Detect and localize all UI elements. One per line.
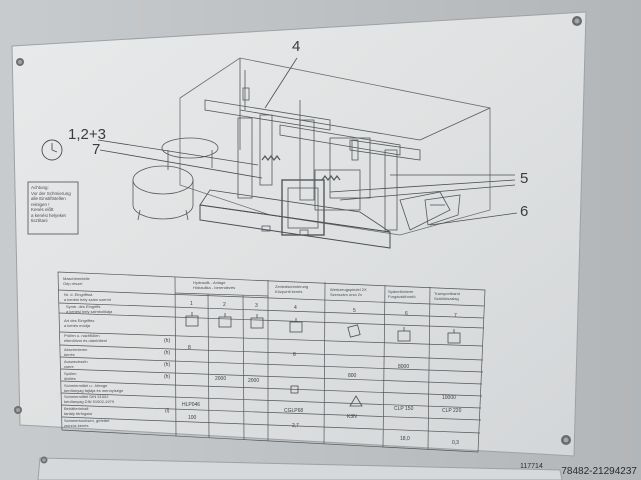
callout-lines	[97, 57, 518, 226]
col-number-1: 1	[190, 301, 193, 307]
value-exchange-5: 800	[348, 373, 357, 379]
screw	[572, 16, 582, 26]
oil-tank-icon	[250, 314, 264, 329]
note-box	[27, 181, 79, 235]
value-check-4: 8	[293, 352, 296, 358]
conveyor-oil-icon	[447, 329, 461, 344]
clock-icon	[41, 139, 63, 161]
value-vol-6: 18,0	[400, 436, 410, 442]
oil-tank-icon	[185, 312, 199, 327]
col-number-3: 3	[255, 303, 258, 309]
col-number-6: 6	[405, 311, 408, 317]
screw	[561, 435, 571, 445]
callout-4: 4	[292, 38, 301, 55]
chip-conveyor-icon	[397, 327, 411, 342]
value-vol-4: 2,7	[292, 423, 299, 429]
callout-5: 5	[520, 170, 529, 187]
row-label: Nr. d. Eingriffsst.a kenési hely szám sz…	[64, 292, 111, 302]
note-text: Achtung: Vor der Schmierung alle Einstif…	[31, 185, 71, 223]
callout-7: 7	[92, 141, 101, 158]
value-vol-1: 100	[188, 415, 197, 421]
value-din-7: CLP 220	[442, 408, 462, 414]
value-lub-7: 10000	[442, 395, 456, 401]
triangle-icon	[349, 395, 363, 407]
value-spul-2: 2000	[215, 376, 227, 382]
row-unit: (h)	[164, 338, 171, 344]
group-title-spindle: Werkzeugspindel 2X Szerszám orsó 2x	[330, 287, 367, 297]
lubrication-symbols	[185, 312, 461, 407]
oil-tank-icon	[218, 313, 232, 328]
screw	[14, 406, 22, 414]
group-title-chip-conveyor: Späneförderer Forgácskihordó	[388, 289, 416, 299]
lower-plate	[37, 457, 563, 480]
screw	[16, 58, 24, 66]
maintenance-table-grid	[57, 271, 486, 453]
serial-number: 117714	[520, 463, 543, 470]
watermark: 78482-21294237	[561, 466, 637, 477]
value-din-4: CGLP68	[284, 408, 304, 414]
square-icon	[290, 385, 299, 394]
callout-1-2-3: 1,2+3	[68, 126, 106, 143]
value-din-1: HLP046	[182, 402, 201, 408]
table-header-left: Maschinenteile Gép részei	[63, 276, 90, 286]
callout-6: 6	[520, 203, 529, 220]
col-number-4: 4	[294, 305, 297, 311]
spindle-oil-icon	[347, 324, 361, 338]
group-title-central-lube: Zentralschmierung Központi kenés	[275, 284, 309, 294]
row-unit: (h)	[164, 374, 171, 380]
grease-icon	[289, 318, 303, 333]
col-number-7: 7	[454, 313, 457, 319]
value-exchange-6: 8000	[398, 364, 410, 370]
col-number-2: 2	[223, 302, 226, 308]
machine-drawing	[132, 57, 491, 249]
value-check-1: 8	[188, 345, 191, 351]
value-din-5: K3N	[347, 414, 357, 420]
value-vol-7: 0,3	[452, 440, 459, 446]
row-unit: (h)	[164, 350, 171, 356]
group-title-hydraulics: Hydraulik - Anlage Hidraulika - berendez…	[193, 280, 236, 290]
value-spul-3: 2000	[248, 378, 260, 384]
row-unit: (h)	[164, 362, 171, 368]
col-number-5: 5	[353, 308, 356, 314]
group-title-transport-belt: Transportband Szállítószalag	[434, 291, 460, 301]
value-din-6: CLP 150	[394, 406, 414, 412]
row-unit: (l)	[165, 408, 170, 414]
screw	[40, 456, 48, 464]
